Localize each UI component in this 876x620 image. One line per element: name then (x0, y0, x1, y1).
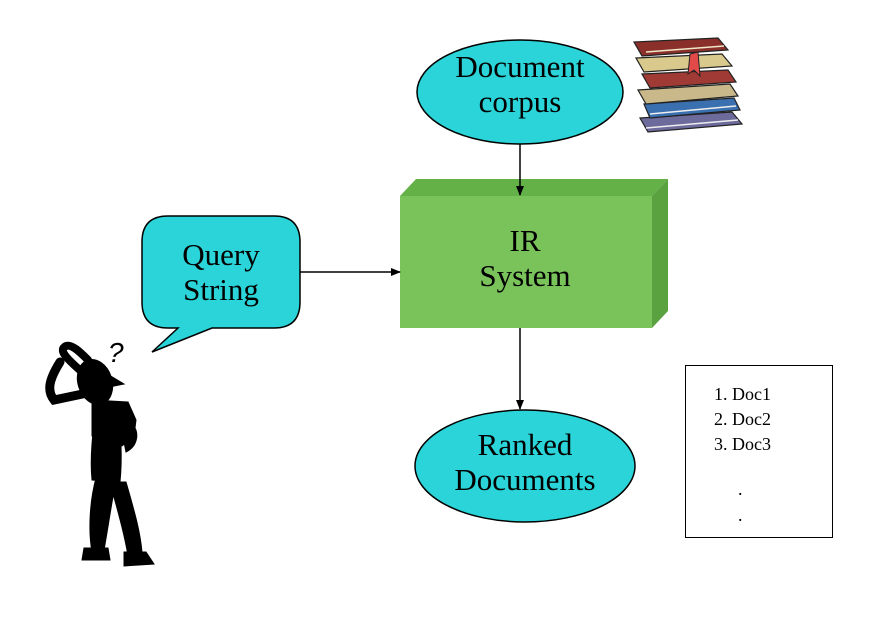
ranked-documents-label-line-2: Documents (454, 461, 596, 497)
ir-system-node (400, 179, 668, 328)
document-corpus-label-line-2: corpus (478, 83, 562, 119)
ranked-results-box: 1. Doc1 2. Doc2 3. Doc3 . . (685, 365, 833, 538)
ir-system-top-face (400, 179, 668, 196)
ranked-results-list: 1. Doc1 2. Doc2 3. Doc3 (714, 382, 771, 457)
query-string-label-line-1: Query (182, 237, 260, 272)
ir-system-front-face (400, 196, 652, 328)
query-string-label-line-2: String (183, 271, 259, 307)
result-item: 2. Doc2 (714, 409, 771, 429)
query-string-bubble (141, 215, 301, 353)
ellipsis-dot: . (738, 479, 743, 499)
ir-system-label-line-1: IR (509, 223, 541, 258)
book-stack-icon (632, 37, 744, 133)
result-item: 3. Doc3 (714, 434, 771, 454)
thinking-person-icon (45, 341, 155, 567)
ranked-documents-node (414, 409, 636, 523)
ellipsis-dot: . (738, 505, 743, 525)
ir-system-side-face (652, 179, 668, 328)
ranked-documents-label-line-1: Ranked (477, 427, 573, 462)
query-string-label: Query String (146, 237, 296, 307)
document-corpus-label-line-1: Document (455, 49, 585, 84)
question-mark-icon: ? (108, 337, 124, 368)
result-item: 1. Doc1 (714, 384, 771, 404)
ir-system-label: IR System (400, 223, 650, 293)
ir-system-label-line-2: System (479, 257, 571, 293)
document-corpus-label: Document corpus (420, 49, 620, 119)
ranked-documents-label: Ranked Documents (412, 427, 638, 497)
